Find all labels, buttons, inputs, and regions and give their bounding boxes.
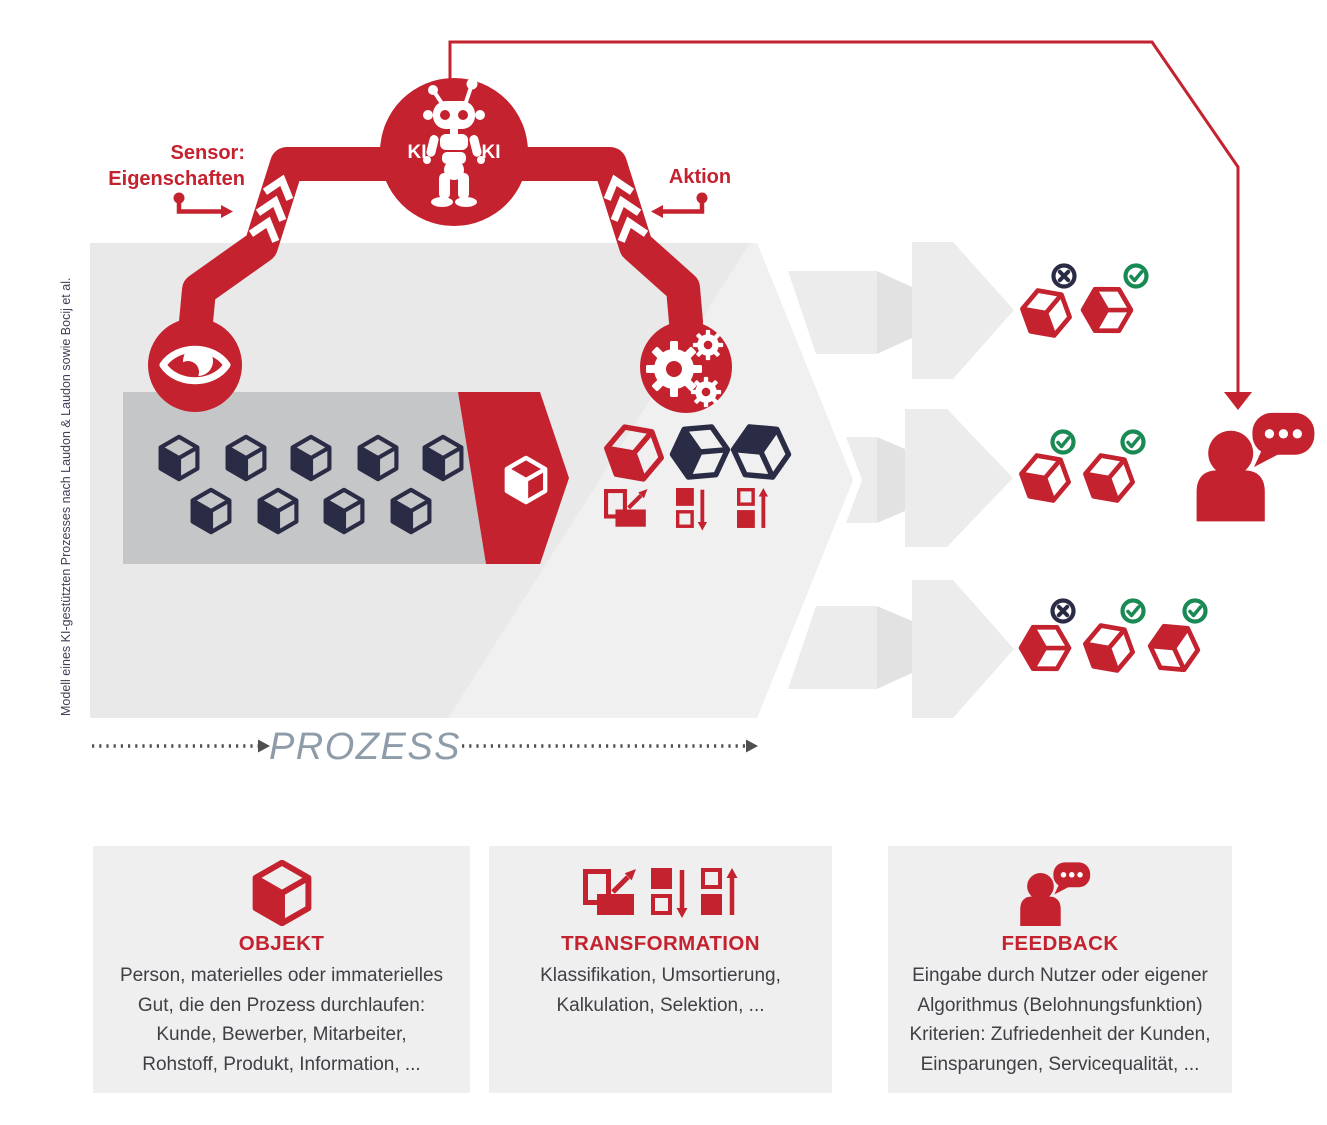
card-text-line: Klassifikation, Umsortierung,: [540, 965, 781, 986]
cube-icon: [1018, 283, 1073, 342]
card-text-line: Person, materielles oder immaterielles: [119, 965, 444, 986]
card-objekt-icon: [93, 860, 470, 926]
sensor-label: Sensor:: [171, 142, 245, 164]
x-badge-icon: [1053, 601, 1074, 622]
card-text-line: Einsparungen, Servicequalität, ...: [920, 1053, 1200, 1075]
check-badge-icon: [1185, 601, 1206, 622]
process-branch-bottom: [788, 580, 1014, 718]
card-feedback-text: Eingabe durch Nutzer oder eigener Algori…: [888, 961, 1232, 1079]
cube-icon: [1017, 448, 1072, 507]
aktion-label: Aktion: [669, 166, 731, 188]
card-feedback-icon: [888, 860, 1232, 926]
arrow-right-icon: [746, 739, 758, 753]
cube-icon: [1081, 448, 1136, 507]
cube-icon: [1077, 279, 1137, 341]
ki-label-right: KI: [482, 142, 501, 163]
output-group-middle: [1017, 432, 1143, 508]
check-badge-icon: [1123, 601, 1144, 622]
card-feedback-title: FEEDBACK: [1001, 932, 1119, 955]
cube-icon: [1148, 625, 1199, 671]
arrow-down-icon: [1224, 392, 1252, 410]
gear-icon: [646, 341, 702, 397]
person-feedback-icon: [1020, 862, 1091, 926]
card-objekt-text: Person, materielles oder immaterielles G…: [93, 961, 470, 1079]
output-group-top: [1018, 266, 1146, 343]
object-cube-icon: [249, 860, 315, 926]
check-badge-icon: [1053, 432, 1074, 453]
conveyor-band: [123, 392, 569, 564]
cube-icon: [1081, 618, 1136, 677]
card-text-line: Algorithmus (Belohnungsfunktion): [917, 994, 1203, 1016]
feedback-loop-arrow: [448, 40, 1252, 410]
card-text-line: Kunde, Bewerber, Mitarbeiter,: [156, 1024, 407, 1045]
card-text-line: Rohstoff, Produkt, Information, ...: [142, 1053, 421, 1075]
check-badge-icon: [1126, 266, 1147, 287]
gear-icon: [692, 329, 724, 361]
card-objekt-title: OBJEKT: [238, 932, 325, 955]
prozess-axis: PROZESS: [92, 726, 758, 768]
card-transformation-title: TRANSFORMATION: [561, 932, 760, 955]
ki-robot-hub: KI KI: [380, 76, 528, 226]
arrow-left-icon: [651, 205, 663, 218]
robot-arms: [179, 147, 703, 339]
x-badge-icon: [1054, 266, 1075, 287]
card-transformation: TRANSFORMATION Klassifikation, Umsortier…: [489, 846, 832, 1093]
process-diagram: KI KI Sensor: Eigenschaften Aktion: [59, 40, 1315, 768]
card-text-line: Kalkulation, Selektion, ...: [556, 994, 765, 1016]
ki-label-left: KI: [408, 142, 427, 163]
person-feedback-icon: [1196, 412, 1315, 522]
cube-icon: [1015, 617, 1075, 679]
transformation-icons: [583, 866, 739, 920]
card-text-line: Kriterien: Zufriedenheit der Kunden,: [909, 1024, 1211, 1045]
gear-icon: [690, 376, 722, 408]
card-objekt: OBJEKT Person, materielles oder immateri…: [93, 846, 470, 1093]
sensor-sublabel: Eigenschaften: [108, 168, 245, 190]
check-badge-icon: [1123, 432, 1144, 453]
card-text-line: Gut, die den Prozess durchlaufen:: [137, 994, 426, 1016]
process-branch-top: [788, 242, 1014, 379]
prozess-label: PROZESS: [269, 726, 461, 768]
process-branch-middle: [846, 409, 1013, 547]
sensor-node: [148, 318, 242, 412]
output-group-bottom: [1015, 601, 1205, 680]
card-text-line: Eingabe durch Nutzer oder eigener: [912, 965, 1208, 986]
source-caption: Modell eines KI-gestützten Prozesses nac…: [59, 278, 73, 716]
aktion-label-group: Aktion: [651, 166, 731, 218]
actuator-node: [640, 321, 732, 413]
sensor-label-group: Sensor: Eigenschaften: [108, 142, 245, 218]
card-transformation-text: Klassifikation, Umsortierung, Kalkulatio…: [489, 961, 832, 1020]
card-feedback: FEEDBACK Eingabe durch Nutzer oder eigen…: [888, 846, 1232, 1093]
arrow-right-icon: [221, 205, 233, 218]
card-transformation-icon: [489, 860, 832, 926]
arrow-right-icon: [258, 739, 270, 753]
